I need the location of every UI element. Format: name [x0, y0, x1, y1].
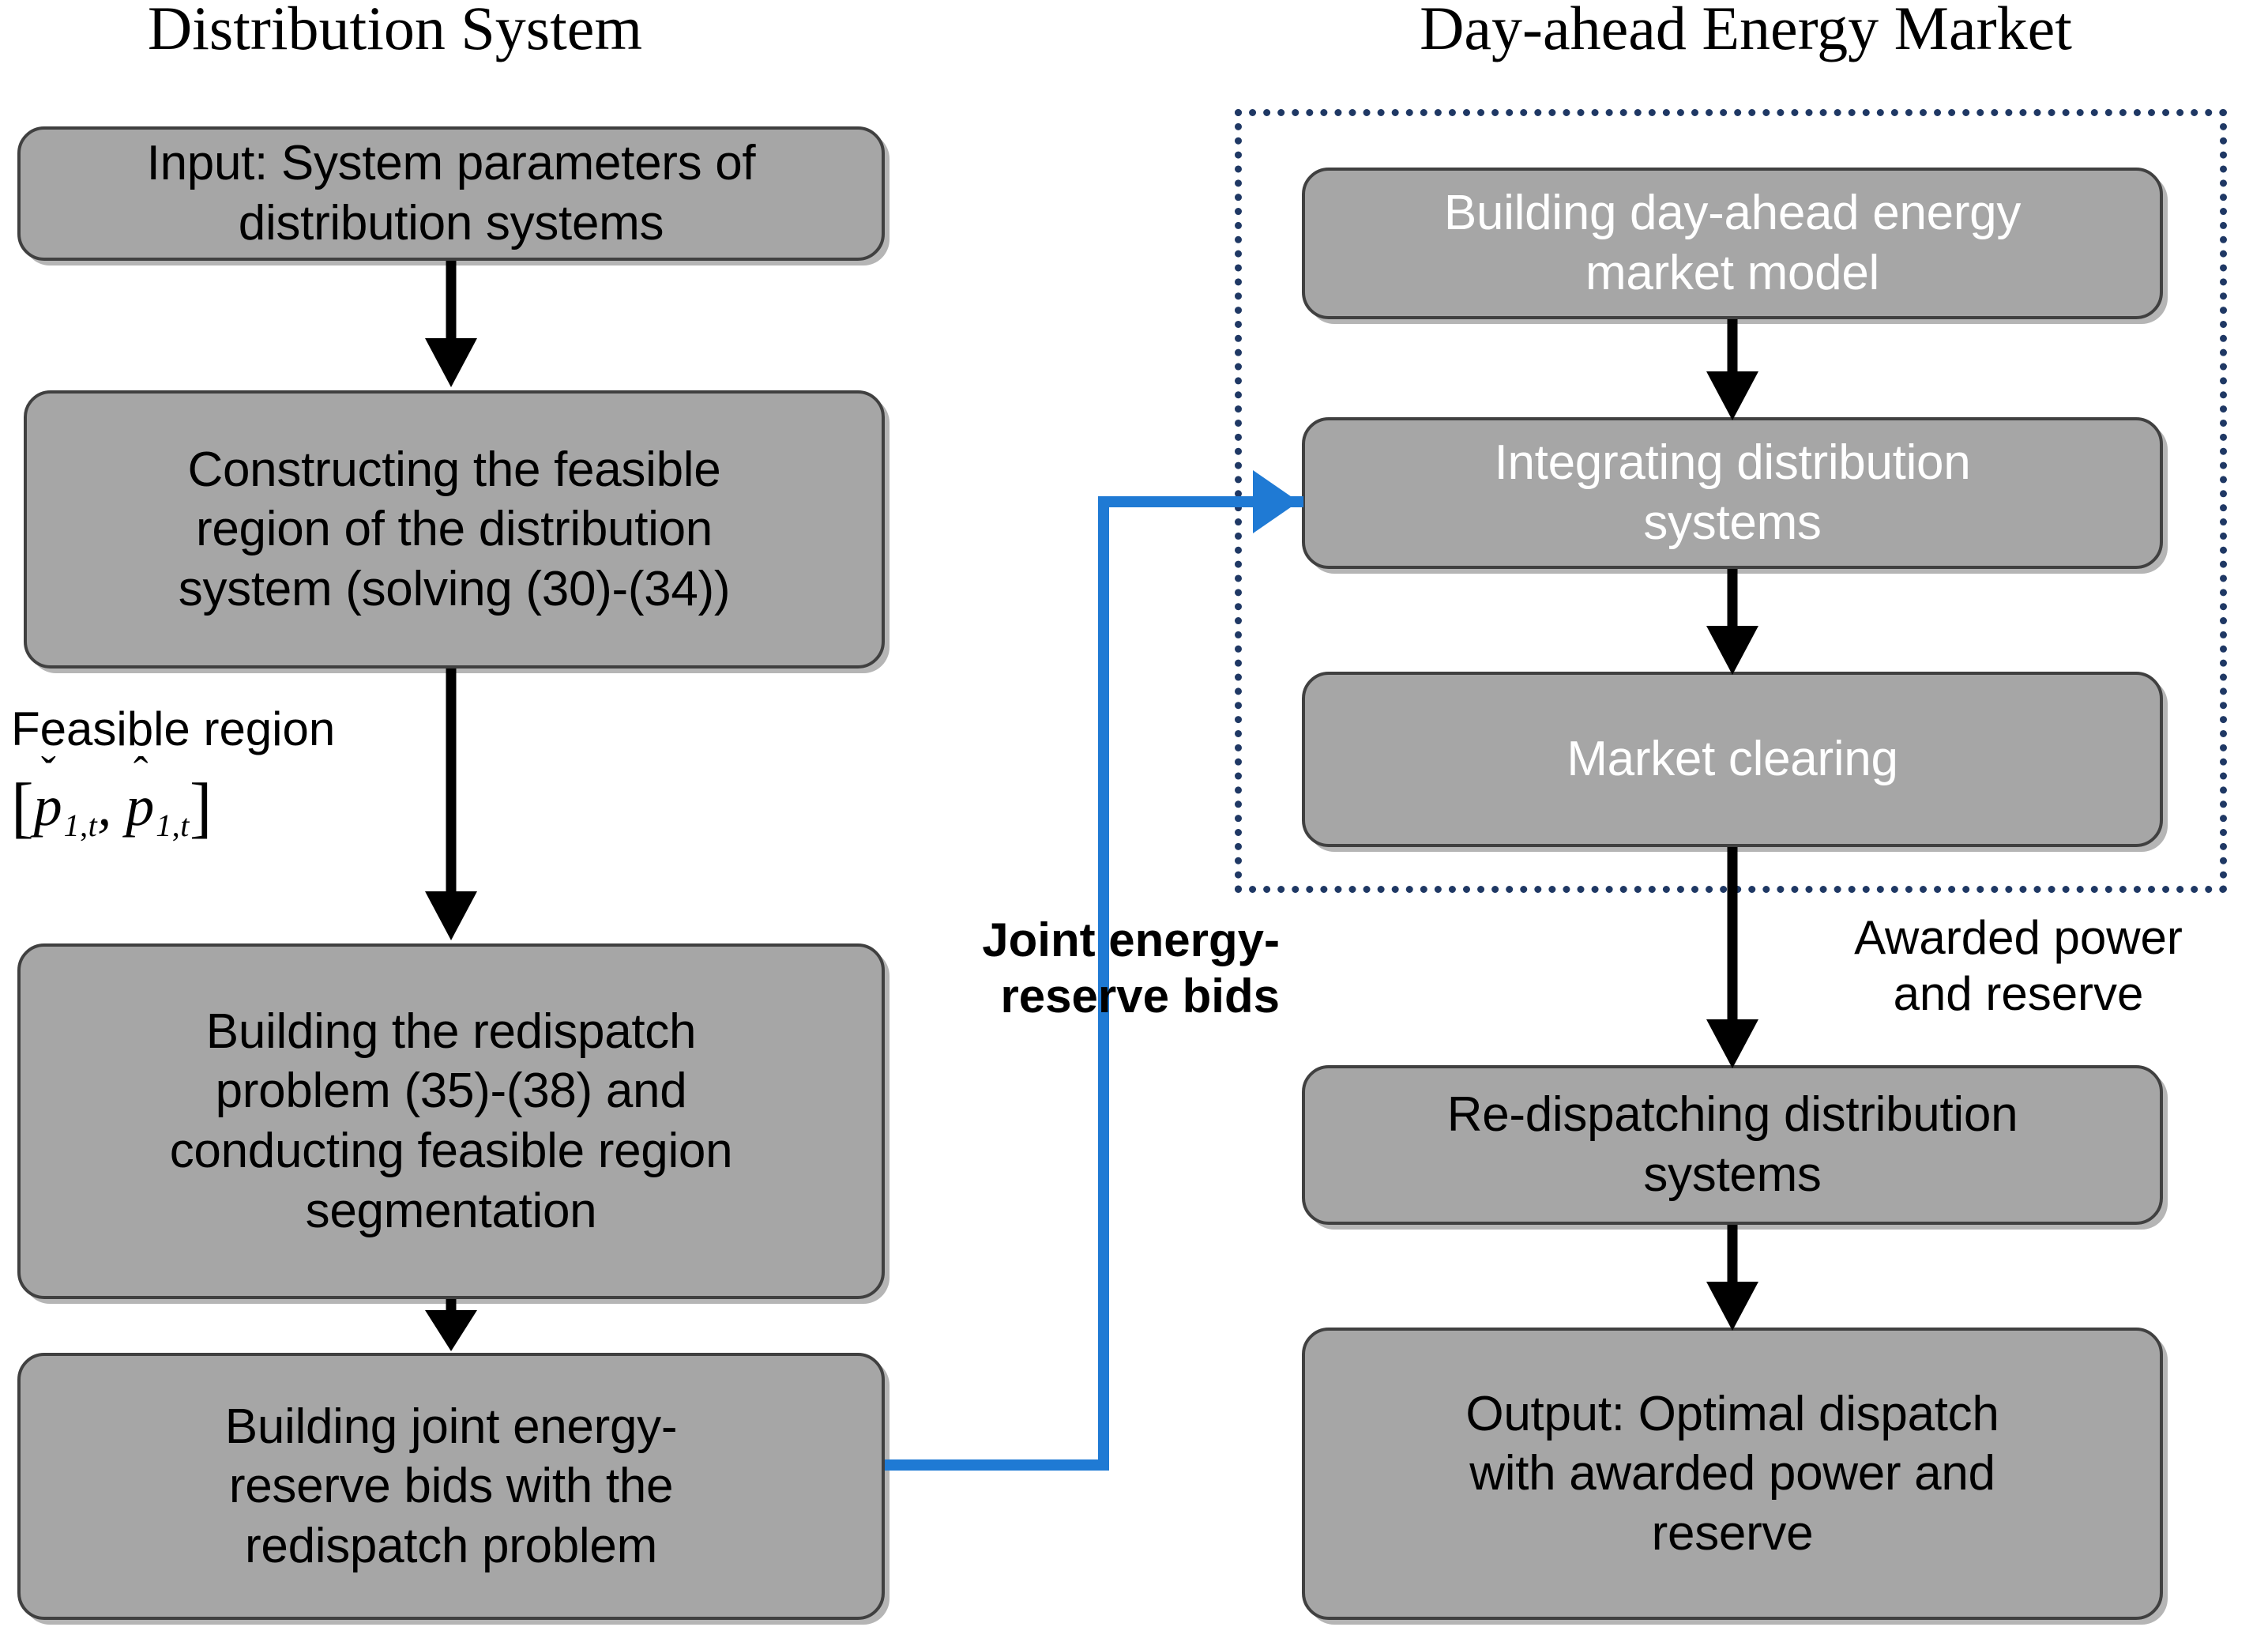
connector-label-awarded-power-and-reserve: Awarded power and reserve	[1854, 911, 2183, 1020]
math-sub-upper: 1,t	[156, 808, 190, 843]
process-box-input-parameters[interactable]: Input: System parameters of distribution…	[17, 126, 885, 261]
blue-arrowhead-icon	[1253, 470, 1299, 533]
math-sub-lower: 1,t	[63, 808, 98, 843]
connector-label-joint-energy-reserve-bids: Joint energy- reserve bids	[982, 913, 1280, 1023]
feasible-region-label: Feasible region	[11, 702, 336, 755]
math-separator: ,	[97, 774, 126, 838]
math-close-bracket: ]	[189, 769, 213, 845]
process-box-constructing-feasible-region[interactable]: Constructing the feasible region of the …	[24, 390, 885, 669]
blue-connector-vertical	[1098, 496, 1109, 1471]
page-title-day-ahead-energy-market: Day-ahead Energy Market	[1420, 0, 2072, 62]
page-title-distribution-system: Distribution System	[147, 0, 643, 62]
arrow-redispatch-to-joint-bids	[425, 1299, 477, 1351]
process-box-building-market-model[interactable]: Building day-ahead energy market model	[1302, 168, 2163, 319]
arrow-market-clearing-to-re-dispatching	[1706, 847, 1758, 1068]
process-box-building-joint-bids[interactable]: Building joint energy- reserve bids with…	[17, 1353, 885, 1620]
feasible-region-interval-math: [pˇ1,t, p̂1,t]	[11, 748, 213, 843]
math-open-bracket: [	[11, 769, 34, 845]
arrow-market-model-to-integrating	[1706, 319, 1758, 420]
arrow-input-to-constructing	[425, 261, 477, 387]
math-p-upper: p̂	[126, 774, 155, 838]
arrow-integrating-to-market-clearing	[1706, 569, 1758, 675]
blue-connector-horizontal-bottom	[885, 1459, 1109, 1471]
process-box-market-clearing[interactable]: Market clearing	[1302, 672, 2163, 847]
process-box-re-dispatching-distribution-systems[interactable]: Re-dispatching distribution systems	[1302, 1065, 2163, 1225]
blue-connector-horizontal-top	[1098, 496, 1303, 507]
arrow-re-dispatching-to-output	[1706, 1225, 1758, 1331]
arrow-constructing-to-redispatch	[425, 669, 477, 940]
process-box-output-optimal-dispatch[interactable]: Output: Optimal dispatch with awarded po…	[1302, 1328, 2163, 1620]
caron-accent-icon: ˇ	[40, 748, 56, 797]
process-box-building-redispatch-problem[interactable]: Building the redispatch problem (35)-(38…	[17, 943, 885, 1299]
process-box-integrating-distribution-systems[interactable]: Integrating distribution systems	[1302, 417, 2163, 569]
